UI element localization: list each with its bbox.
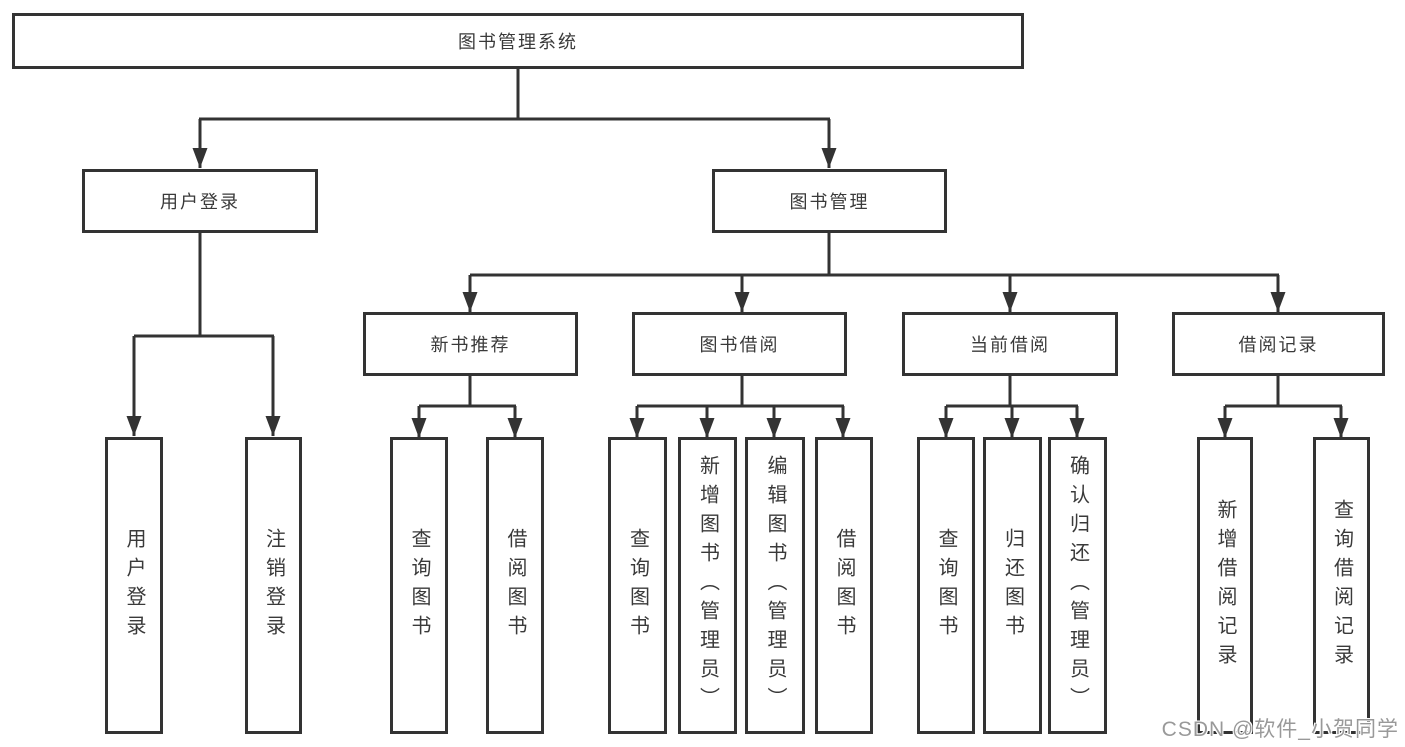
leaf-cb-confirm-return-admin: 确认归还（管理员）	[1048, 437, 1107, 734]
leaf-nb-query-books-label: 查询图书	[408, 527, 430, 644]
node-borrow-record-label: 借阅记录	[1238, 335, 1319, 355]
connector-book-mgmt	[462, 233, 1286, 312]
connector-book-borrow	[629, 376, 851, 438]
node-current-borrow: 当前借阅	[902, 312, 1118, 376]
leaf-br-add-record-label: 新增借阅记录	[1214, 498, 1236, 673]
leaf-bb-edit-books-admin: 编辑图书（管理员）	[745, 437, 805, 734]
connector-root	[192, 68, 837, 168]
node-new-book-rec: 新书推荐	[363, 312, 578, 376]
node-book-mgmt: 图书管理	[712, 169, 947, 233]
leaf-user-login: 用户登录	[105, 437, 163, 734]
connector-current-borrow	[938, 376, 1085, 438]
node-book-borrow-label: 图书借阅	[699, 335, 780, 355]
leaf-br-add-record: 新增借阅记录	[1197, 437, 1253, 734]
node-book-borrow: 图书借阅	[632, 312, 847, 376]
leaf-nb-query-books: 查询图书	[390, 437, 448, 734]
leaf-br-query-record: 查询借阅记录	[1313, 437, 1370, 734]
leaf-bb-add-books-admin-label: 新增图书（管理员）	[696, 455, 719, 716]
node-root: 图书管理系统	[12, 13, 1024, 69]
leaf-cb-confirm-return-admin-label: 确认归还（管理员）	[1066, 455, 1089, 716]
leaf-logout: 注销登录	[245, 437, 302, 734]
leaf-br-query-record-label: 查询借阅记录	[1330, 498, 1353, 673]
leaf-bb-borrow-books-label: 借阅图书	[833, 527, 855, 644]
csdn-watermark: CSDN @软件_小贺同学	[1161, 718, 1399, 741]
leaf-nb-borrow-books-label: 借阅图书	[504, 527, 526, 644]
leaf-bb-edit-books-admin-label: 编辑图书（管理员）	[764, 455, 786, 716]
leaf-cb-return-books: 归还图书	[983, 437, 1042, 734]
leaf-bb-query-books: 查询图书	[608, 437, 667, 734]
leaf-bb-query-books-label: 查询图书	[626, 527, 649, 644]
leaf-nb-borrow-books: 借阅图书	[486, 437, 544, 734]
leaf-logout-label: 注销登录	[262, 527, 285, 644]
node-borrow-record: 借阅记录	[1172, 312, 1385, 376]
connector-user-login	[126, 233, 281, 436]
node-book-mgmt-label: 图书管理	[789, 192, 870, 212]
leaf-cb-return-books-label: 归还图书	[1001, 527, 1024, 644]
node-user-login: 用户登录	[82, 169, 318, 233]
leaf-user-login-label: 用户登录	[123, 527, 145, 644]
leaf-bb-add-books-admin: 新增图书（管理员）	[678, 437, 737, 734]
node-current-borrow-label: 当前借阅	[970, 335, 1050, 355]
leaf-bb-borrow-books: 借阅图书	[815, 437, 873, 734]
connector-borrow-record	[1217, 376, 1349, 438]
leaf-cb-query-books: 查询图书	[917, 437, 975, 734]
node-new-book-rec-label: 新书推荐	[430, 335, 511, 355]
node-user-login-label: 用户登录	[160, 192, 240, 212]
connector-new-book-rec	[411, 376, 523, 438]
node-root-label: 图书管理系统	[458, 32, 578, 52]
leaf-cb-query-books-label: 查询图书	[935, 527, 957, 644]
